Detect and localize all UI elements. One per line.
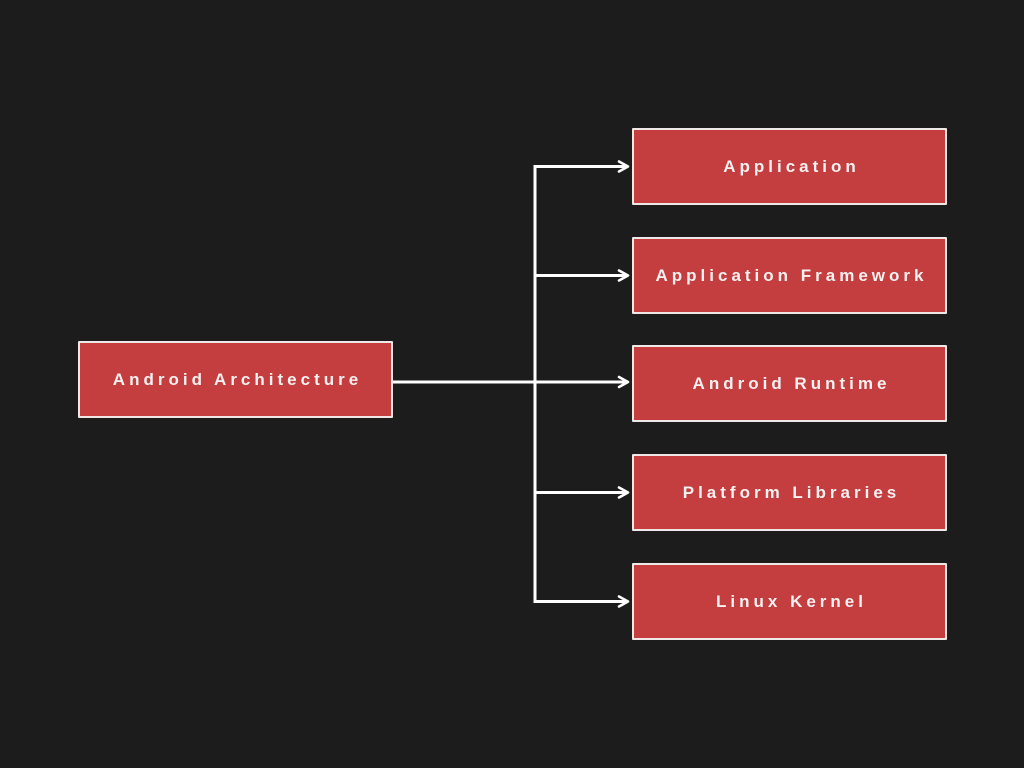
node-application-framework: Application Framework bbox=[632, 237, 947, 314]
node-linux-kernel: Linux Kernel bbox=[632, 563, 947, 640]
node-label: Platform Libraries bbox=[682, 482, 901, 502]
node-application: Application bbox=[632, 128, 947, 205]
node-label: Application bbox=[723, 156, 860, 176]
node-label: Android Runtime bbox=[692, 373, 891, 393]
node-platform-libraries: Platform Libraries bbox=[632, 454, 947, 531]
node-label: Linux Kernel bbox=[716, 591, 867, 611]
node-android-runtime: Android Runtime bbox=[632, 345, 947, 422]
node-label: Application Framework bbox=[655, 265, 928, 285]
node-label: Android Architecture bbox=[112, 369, 363, 389]
node-android-architecture: Android Architecture bbox=[78, 341, 393, 418]
